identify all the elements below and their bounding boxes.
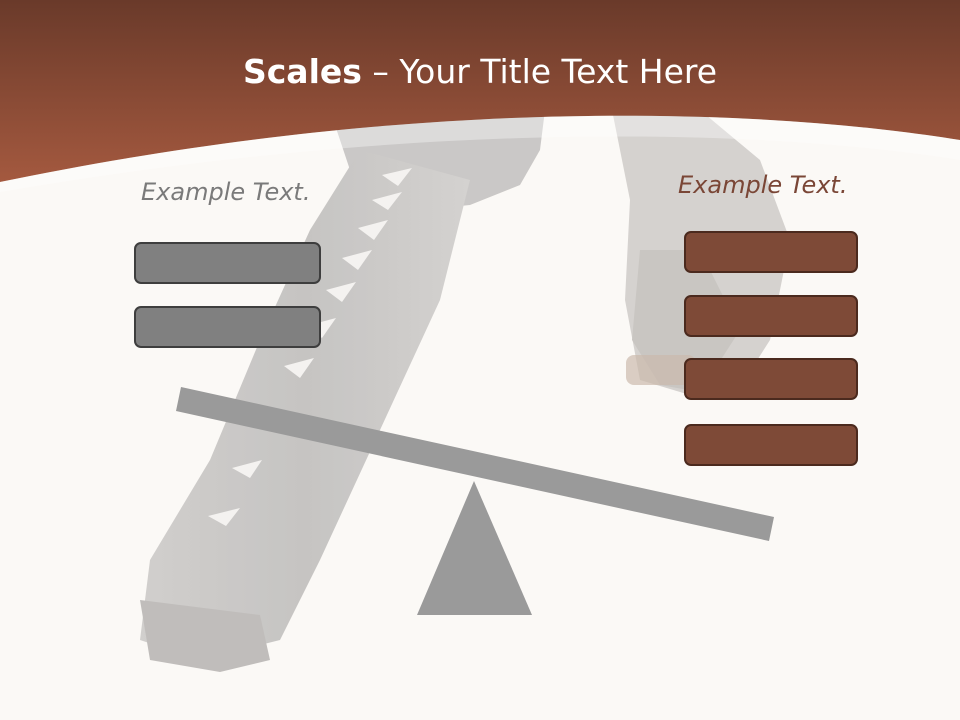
- left-box-2: [134, 306, 321, 348]
- right-box-1: [684, 231, 858, 273]
- scale-beam: [176, 387, 774, 541]
- right-box-2: [684, 295, 858, 337]
- katana-photo: [140, 110, 790, 672]
- right-box-3: [684, 358, 858, 400]
- slide-title: Scales – Your Title Text Here: [0, 52, 960, 91]
- left-box-1: [134, 242, 321, 284]
- right-label: Example Text.: [678, 171, 848, 199]
- right-box-4: [684, 424, 858, 466]
- header-swoosh: [0, 115, 960, 192]
- title-rest: – Your Title Text Here: [361, 52, 718, 91]
- left-label: Example Text.: [141, 178, 311, 206]
- title-bold: Scales: [242, 52, 362, 91]
- scale-fulcrum: [417, 481, 532, 615]
- header-band: [0, 0, 960, 182]
